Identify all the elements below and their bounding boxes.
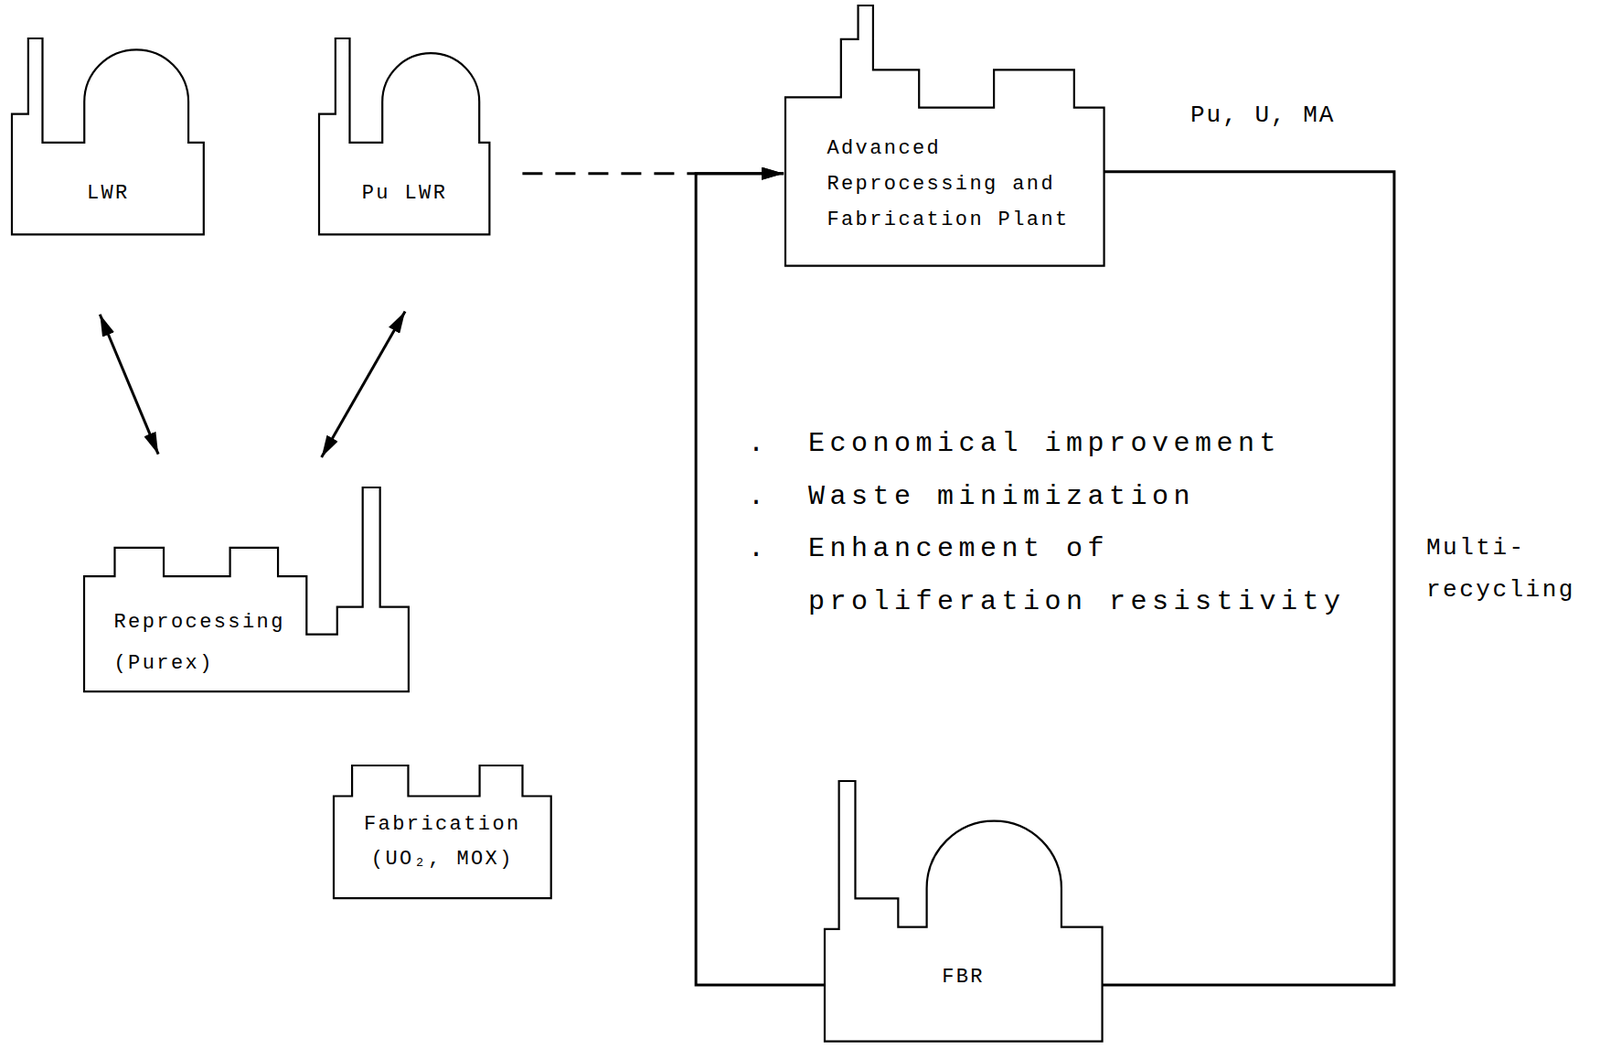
flow-connector (695, 173, 825, 985)
connector-path (321, 310, 406, 458)
building-label: Reprocessing (Purex) (114, 601, 307, 684)
building-node: Reprocessing (Purex) (84, 487, 409, 692)
connector-path (1101, 171, 1395, 985)
note-text: . (747, 469, 785, 523)
note-text: Enhancement of proliferation resistivity (808, 522, 1357, 629)
building-label: FBR (941, 963, 985, 992)
flow-connector (321, 310, 406, 458)
building-node: Advanced Reprocessing and Fabrication Pl… (785, 5, 1105, 267)
building-outline-path (11, 38, 204, 235)
note-text: Waste minimization (808, 469, 1376, 523)
building-node: Fabrication (UO₂, MOX) (333, 765, 552, 898)
building-label: LWR (86, 180, 130, 208)
building-label: Fabrication (UO₂, MOX) (351, 807, 534, 877)
building-label: Advanced Reprocessing and Fabrication Pl… (826, 130, 1092, 238)
note-text: . (747, 416, 785, 470)
flow-connector (99, 314, 159, 455)
building-node: LWR (11, 38, 204, 235)
building-node: FBR (824, 780, 1103, 1042)
note-text: Pu, U, MA (1190, 100, 1429, 130)
flow-connector (1101, 171, 1395, 985)
note-text: . (747, 522, 785, 576)
building-outline (319, 38, 490, 235)
building-node: Pu LWR (319, 38, 490, 235)
building-outline-path (319, 38, 490, 235)
building-outline-path (824, 780, 1103, 1042)
building-outline (824, 780, 1103, 1042)
dashed-segment (522, 171, 696, 175)
note-text: Economical improvement (808, 416, 1376, 470)
building-outline (11, 38, 204, 235)
note-text: Multi- recycling (1426, 526, 1587, 611)
connector-path (99, 314, 159, 455)
building-label: Pu LWR (362, 180, 448, 208)
building-outline-path (333, 765, 552, 898)
building-outline-path (84, 487, 409, 692)
connector-path (695, 173, 825, 985)
building-outline-path (785, 5, 1105, 267)
